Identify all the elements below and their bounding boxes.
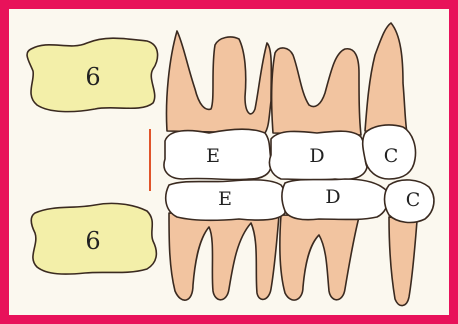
dentition-diagram: 6 6 E D C E D C	[9, 9, 449, 315]
lower-c-root	[389, 217, 417, 306]
lower-d-roots	[280, 215, 359, 300]
upper-molar-label: 6	[85, 63, 100, 91]
upper-roots	[166, 23, 407, 135]
lower-e-roots	[169, 213, 279, 300]
lower-d-label: D	[325, 186, 340, 208]
upper-c-root	[365, 23, 407, 133]
lower-crowns	[166, 179, 434, 222]
lower-c-label: C	[406, 189, 421, 211]
upper-d-roots	[272, 48, 361, 135]
upper-c-label: C	[384, 145, 399, 167]
upper-e-roots	[166, 31, 271, 133]
lower-e-label: E	[218, 188, 232, 210]
upper-crowns	[164, 125, 416, 180]
upper-e-label: E	[206, 145, 220, 167]
lower-roots	[169, 213, 417, 306]
upper-d-label: D	[309, 145, 324, 167]
lower-molar-label: 6	[85, 227, 100, 255]
